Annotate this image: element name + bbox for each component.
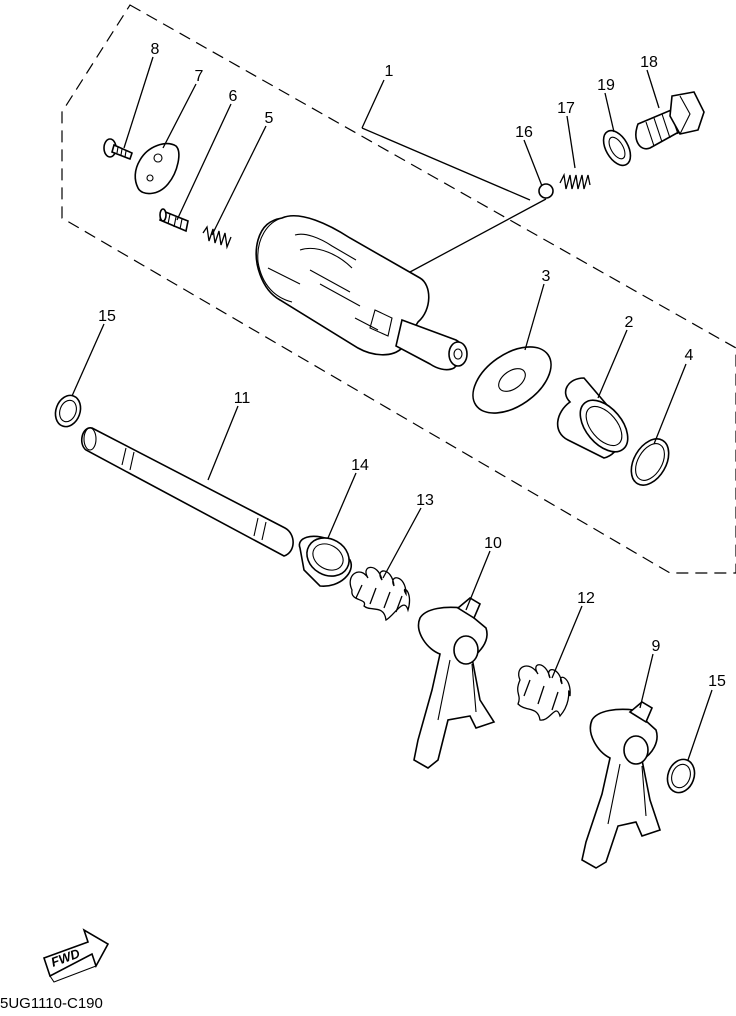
callout-7: 7: [195, 68, 204, 85]
fwd-arrow-icon: [42, 928, 110, 978]
spring-17: [559, 172, 591, 190]
circlip-15-right: [666, 758, 696, 794]
callout-3: 3: [542, 268, 551, 285]
callout-18: 18: [640, 54, 658, 71]
callout-8: 8: [151, 41, 160, 58]
callout-1: 1: [385, 63, 394, 80]
washer-19: [602, 129, 632, 167]
callout-14: 14: [351, 457, 369, 474]
callout-4: 4: [685, 347, 694, 364]
assembly-boundary: [61, 4, 736, 574]
plate-7: [134, 142, 180, 195]
washer-3: [472, 346, 552, 414]
callout-12: 12: [577, 590, 595, 607]
callout-19: 19: [597, 77, 615, 94]
callout-labels: 1 2 3 4 5 6 7 8 9 10 11 12 13 14 15 15 1…: [98, 41, 726, 690]
shift-drum: [255, 215, 468, 371]
screw-8: [103, 138, 133, 161]
callout-9: 9: [652, 638, 661, 655]
figure-code: 5UG1110-C190: [0, 995, 103, 1011]
callout-6: 6: [229, 88, 238, 105]
spring-12: [517, 664, 571, 721]
callout-11: 11: [234, 390, 251, 407]
callout-16: 16: [515, 124, 533, 141]
shift-shaft-11: [80, 427, 294, 557]
circlip-15-left: [54, 394, 82, 428]
leader-lines: [71, 56, 713, 761]
callout-15-right: 15: [708, 673, 726, 690]
callout-10: 10: [484, 535, 502, 552]
bushing-14: [298, 535, 353, 587]
shift-fork-10: [413, 597, 496, 769]
callout-13: 13: [416, 492, 434, 509]
collar-2: [556, 377, 629, 459]
shift-fork-9: [581, 701, 662, 869]
callout-2: 2: [625, 314, 634, 331]
callout-15-left: 15: [98, 308, 116, 325]
callout-17: 17: [557, 100, 575, 117]
spring-5: [202, 225, 232, 250]
bolt-18: [635, 91, 705, 150]
circlip-4: [630, 438, 670, 486]
ball-16: [538, 183, 554, 199]
callout-5: 5: [265, 110, 274, 127]
spring-13: [349, 566, 411, 621]
fwd-arrow: FWD: [42, 928, 110, 983]
pin-6: [159, 208, 189, 233]
